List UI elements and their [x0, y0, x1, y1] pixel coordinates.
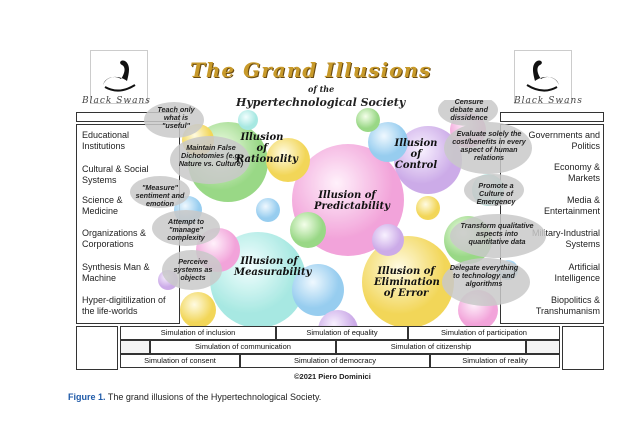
sim-participation: Simulation of participation	[408, 326, 560, 340]
caption-text: The grand illusions of the Hypertechnolo…	[107, 392, 322, 402]
sim-reality: Simulation of reality	[430, 354, 560, 368]
diagram-subtitle: Hypertechnological Society	[236, 96, 406, 109]
right-top-bar	[500, 112, 604, 122]
right-domain-3: Military-Industrial Systems	[531, 228, 600, 249]
swan-icon	[103, 60, 136, 92]
right-domain-2: Media & Entertainment	[543, 195, 600, 216]
sim-side-left	[76, 326, 118, 370]
copyright: ©2021 Piero Dominici	[294, 372, 371, 381]
illusion-rationality: Illusion of Rationality	[236, 132, 298, 165]
bubble-field	[130, 100, 546, 350]
sim-citizenship: Simulation of citizenship	[336, 340, 526, 354]
left-note-4: Perceive systems as objects	[173, 257, 213, 282]
illusion-elimination: Illusion of Elimination of Error	[374, 266, 440, 299]
sim-democracy: Simulation of democracy	[240, 354, 430, 368]
swan-label-right: Black Swans	[514, 96, 583, 106]
sim-communication: Simulation of communication	[150, 340, 336, 354]
right-domain-5: Biopolitics & Transhumanism	[535, 295, 600, 316]
right-domain-1: Economy & Markets	[553, 162, 600, 183]
illusion-control: Illusion of Control	[394, 138, 438, 171]
sim-inclusion: Simulation of inclusion	[120, 326, 276, 340]
left-domain-1: Cultural & Social Systems	[82, 164, 149, 185]
illusion-predictability: Illusion of Predictability	[314, 190, 390, 212]
diagram-figure: Black Swans Black Swans The Grand Illusi…	[68, 40, 608, 390]
left-note-3: Attempt to "manage" complexity	[167, 217, 205, 242]
swan-logo-left	[90, 50, 148, 104]
figure-caption: Figure 1. The grand illusions of the Hyp…	[68, 392, 321, 402]
sim-side-right	[562, 326, 604, 370]
swan-logo-right	[514, 50, 572, 104]
illusion-measurability: Illusion of Measurability	[234, 256, 312, 278]
sim-consent: Simulation of consent	[120, 354, 240, 368]
left-note-2: "Measure" sentiment and emotion	[135, 183, 185, 208]
note-ellipses-left	[130, 102, 250, 290]
left-domain-5: Hyper-digitilization of the life-worlds	[82, 295, 166, 316]
caption-label: Figure 1.	[68, 392, 106, 402]
left-note-0: Teach only what is "useful"	[157, 105, 195, 130]
left-domain-3: Organizations & Corporations	[82, 228, 147, 249]
left-domain-2: Science & Medicine	[82, 195, 123, 216]
left-note-1: Maintain False Dichotomies (e.g. Nature …	[178, 143, 244, 168]
sim-row2-left-gap	[120, 340, 150, 354]
sim-row2-right-gap	[526, 340, 560, 354]
right-domain-0: Governments and Politics	[528, 130, 600, 151]
right-note-2: Promote a Culture of Emergency	[476, 181, 516, 206]
right-note-4: Delegate everything to technology and al…	[449, 263, 519, 288]
right-note-3: Transform qualitative aspects into quant…	[460, 221, 534, 246]
diagram-of-the: of the	[308, 84, 335, 94]
diagram-title: The Grand Illusions	[190, 58, 432, 82]
right-note-0: Censure debate and dissidence	[450, 97, 488, 122]
left-domain-0: Educational Institutions	[82, 130, 130, 151]
right-domain-4: Artificial Intelligence	[554, 262, 600, 283]
note-ellipses-right	[438, 100, 546, 306]
swan-label-left: Black Swans	[82, 96, 151, 106]
left-domain-4: Synthesis Man & Machine	[82, 262, 150, 283]
right-note-1: Evaluate solely the cost/benefits in eve…	[452, 129, 526, 162]
swan-icon	[526, 60, 559, 92]
sim-equality: Simulation of equality	[276, 326, 408, 340]
